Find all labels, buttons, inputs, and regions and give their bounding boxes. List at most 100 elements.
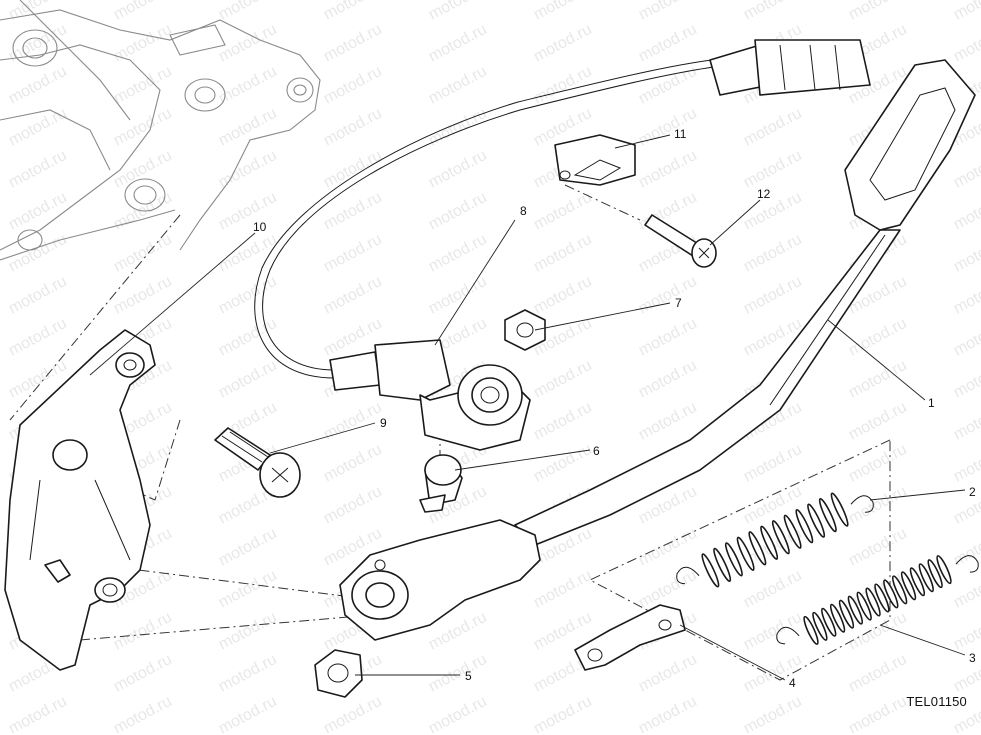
watermark-text: motod.ru: [216, 105, 280, 150]
watermark-text: motod.ru: [6, 105, 70, 150]
watermark-text: motod.ru: [636, 357, 700, 402]
watermark-text: motod.ru: [636, 399, 700, 444]
watermark-text: motod.ru: [6, 693, 70, 735]
watermark-text: motod.ru: [426, 693, 490, 735]
watermark-text: motod.ru: [636, 147, 700, 192]
watermark-text: motod.ru: [951, 399, 981, 444]
callout-7: 7: [675, 296, 682, 310]
engine-frame-outline: [0, 0, 321, 261]
watermark-text: motod.ru: [741, 147, 805, 192]
watermark-text: motod.ru: [846, 315, 910, 360]
watermark-text: motod.ru: [636, 63, 700, 108]
drawing-code: TEL01150: [906, 694, 967, 709]
watermark-text: motod.ru: [321, 105, 385, 150]
watermark-text: motod.ru: [6, 189, 70, 234]
watermark-text: motod.ru: [951, 441, 981, 486]
callout-6: 6: [593, 444, 600, 458]
callout-4: 4: [789, 676, 796, 690]
watermark-text: motod.ru: [321, 21, 385, 66]
watermark-text: motod.ru: [951, 189, 981, 234]
watermark-text: motod.ru: [531, 567, 595, 612]
watermark-text: motod.ru: [216, 0, 280, 24]
watermark-text: motod.ru: [531, 441, 595, 486]
callout-11: 11: [674, 127, 687, 141]
watermark-text: motod.ru: [636, 21, 700, 66]
watermark-text: motod.ru: [951, 147, 981, 192]
watermark-text: motod.ru: [531, 0, 595, 24]
watermark-text: motod.ru: [6, 63, 70, 108]
watermark-text: motod.ru: [426, 147, 490, 192]
watermark-text: motod.ru: [426, 231, 490, 276]
watermark-text: motod.ru: [741, 189, 805, 234]
watermark-text: motod.ru: [636, 315, 700, 360]
callout-9: 9: [380, 416, 387, 430]
watermark-text: motod.ru: [216, 273, 280, 318]
watermark-text: motod.ru: [531, 693, 595, 735]
watermark-text: motod.ru: [111, 63, 175, 108]
watermark-text: motod.ru: [741, 567, 805, 612]
watermark-text: motod.ru: [426, 273, 490, 318]
watermark-text: motod.ru: [111, 651, 175, 696]
callout-1: 1: [928, 396, 935, 410]
watermark-text: motod.ru: [6, 21, 70, 66]
watermark-text: motod.ru: [741, 273, 805, 318]
callout-10: 10: [253, 220, 267, 234]
watermark-text: motod.ru: [216, 609, 280, 654]
watermark-text: motod.ru: [321, 693, 385, 735]
watermark-text: motod.ru: [6, 231, 70, 276]
side-stand-bracket: [4, 329, 156, 671]
watermark-text: motod.ru: [531, 231, 595, 276]
watermark-text: motod.ru: [951, 0, 981, 24]
watermark-text: motod.ru: [216, 63, 280, 108]
watermark-text: motod.ru: [741, 231, 805, 276]
side-stand-leg: [339, 59, 976, 641]
watermark-text: motod.ru: [951, 273, 981, 318]
spring-plate: [574, 604, 686, 671]
watermark-text: motod.ru: [426, 189, 490, 234]
watermark-text: motod.ru: [111, 105, 175, 150]
watermark-text: motod.ru: [426, 63, 490, 108]
watermark-text: motod.ru: [846, 399, 910, 444]
callout-12: 12: [757, 187, 771, 201]
watermark-text: motod.ru: [951, 231, 981, 276]
watermark-text: motod.ru: [111, 21, 175, 66]
watermark-text: motod.ru: [636, 105, 700, 150]
watermark-text: motod.ru: [216, 567, 280, 612]
watermark-text: motod.ru: [846, 651, 910, 696]
small-screw: [644, 214, 717, 268]
watermark-text: motod.ru: [951, 357, 981, 402]
watermark-text: motod.ru: [531, 273, 595, 318]
watermark-text: motod.ru: [531, 21, 595, 66]
watermark-text: motod.ru: [6, 273, 70, 318]
cable-clip: [554, 134, 636, 186]
watermark-text: motod.ru: [951, 651, 981, 696]
watermark-text: motod.ru: [216, 147, 280, 192]
watermark-text: motod.ru: [6, 147, 70, 192]
large-screw: [214, 427, 301, 498]
watermark-text: motod.ru: [951, 21, 981, 66]
outer-spring: [676, 492, 874, 588]
watermark-text: motod.ru: [951, 567, 981, 612]
watermark-text: motod.ru: [216, 357, 280, 402]
flange-nut: [504, 309, 546, 351]
callout-8: 8: [520, 204, 527, 218]
watermark-text: motod.ru: [846, 483, 910, 528]
watermark-text: motod.ru: [111, 609, 175, 654]
watermark-text: motod.ru: [531, 357, 595, 402]
callout-5: 5: [465, 669, 472, 683]
watermark-text: motod.ru: [111, 693, 175, 735]
watermark-text: motod.ru: [321, 483, 385, 528]
watermark-text: motod.ru: [426, 21, 490, 66]
watermark-text: motod.ru: [846, 693, 910, 735]
watermark-text: motod.ru: [951, 609, 981, 654]
watermark-text: motod.ru: [636, 273, 700, 318]
watermark-text: motod.ru: [846, 0, 910, 24]
watermark-text: motod.ru: [321, 231, 385, 276]
watermark-text: motod.ru: [741, 693, 805, 735]
callout-3: 3: [969, 651, 976, 665]
watermark-text: motod.ru: [636, 0, 700, 24]
leader-lines: [89, 134, 966, 681]
watermark-text: motod.ru: [636, 567, 700, 612]
watermark-text: motod.ru: [531, 63, 595, 108]
watermark-text: motod.ru: [6, 0, 70, 24]
